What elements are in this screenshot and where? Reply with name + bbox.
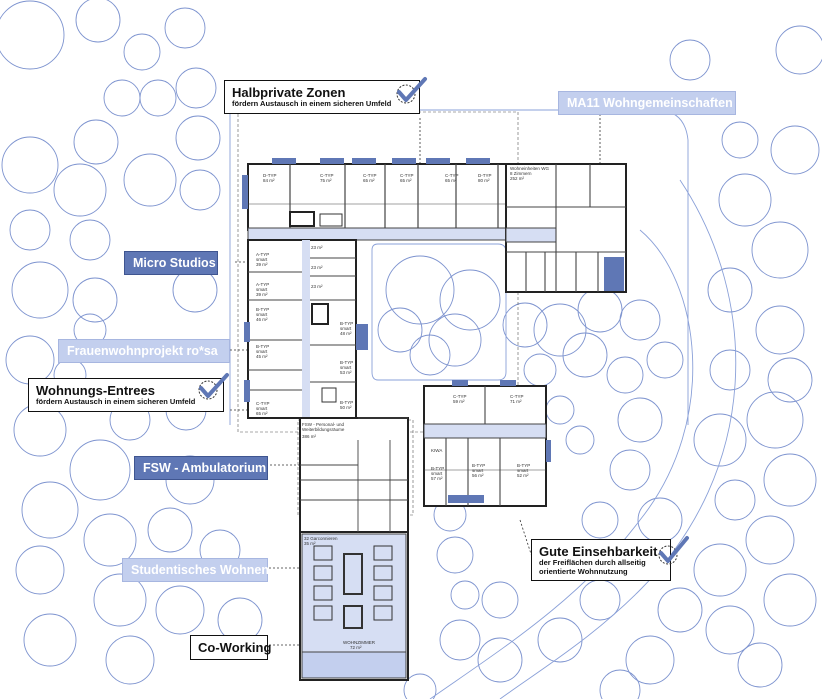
room-kiwa: KIWA [431,448,442,453]
einsehbarkeit-callout: Gute Einsehbarkeit der Freiflächen durch… [531,539,671,582]
wg-building [505,163,627,293]
room-m2: 23 m² [311,265,323,270]
studentisches-wohnen-label: Studentisches Wohnen [122,558,269,582]
room-m1: 23 m² [311,245,323,250]
south-building [299,417,409,681]
entrees-title: Wohnungs-Entrees [36,383,155,398]
north-building [242,158,507,241]
micro-studios-label: Micro Studios [124,251,218,275]
halbprivate-callout: Halbprivate Zonen fördern Austausch in e… [224,80,420,114]
fsw-ambulatorium-label: FSW - Ambulatorium [134,456,268,480]
entrees-callout: Wohnungs-Entrees fördern Austausch in ei… [28,378,224,412]
check-icon [198,373,229,400]
halbprivate-title: Halbprivate Zonen [232,85,346,100]
frauenwohnprojekt-label: Frauenwohnprojekt ro*sa [58,339,230,363]
east-building [423,380,551,507]
halbprivate-subtitle: fördern Austausch in einem sicheren Umfe… [232,99,392,108]
coworking-title: Co-Working [198,640,272,655]
west-building [244,239,368,419]
check-icon [658,536,689,565]
coworking-label: Co-Working [190,635,272,660]
entrees-subtitle: fördern Austausch in einem sicheren Umfe… [36,397,196,406]
einsehbarkeit-subtitle-1: der Freiflächen durch allseitig [539,558,646,567]
check-icon [396,77,427,104]
room-m3: 23 m² [311,284,323,289]
einsehbarkeit-title: Gute Einsehbarkeit [539,544,658,559]
ma11-label: MA11 Wohngemeinschaften [558,91,736,115]
einsehbarkeit-subtitle-2: orientierte Wohnnutzung [539,566,628,576]
